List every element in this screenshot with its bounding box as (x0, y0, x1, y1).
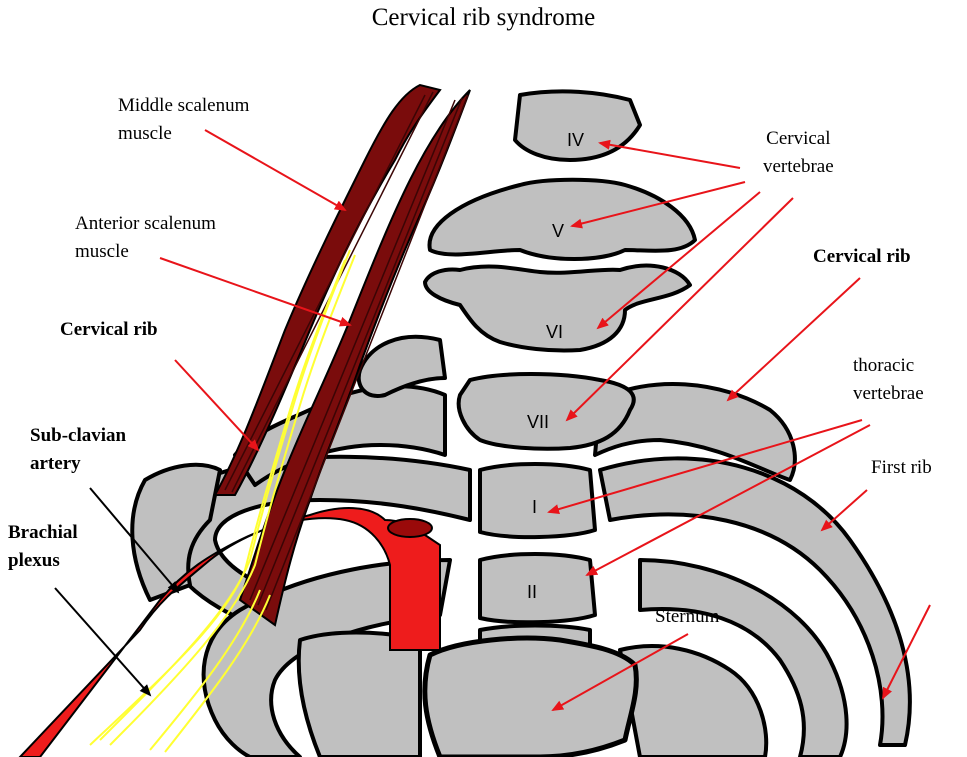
lower-rib-center-left (296, 630, 422, 757)
artery-cut-end (387, 518, 433, 538)
numeral-c4: IV (567, 130, 584, 150)
arrow-cervical-rib-left (174, 359, 260, 452)
numeral-t2: II (527, 582, 537, 602)
numeral-c5: V (552, 221, 564, 241)
vertebra-c5 (427, 177, 697, 261)
arrow-thoracic-vertebrae-t2 (585, 424, 871, 576)
middle-scalenum-muscle (213, 83, 442, 496)
numeral-t1: I (532, 497, 537, 517)
lower-rib-center-right (618, 644, 769, 757)
arrow-cervical-vertebrae-c5 (570, 181, 746, 229)
label-brachial-plexus-line2: plexus (8, 550, 60, 571)
vertebra-c7 (456, 372, 636, 451)
label-cervical-rib-left: Cervical rib (60, 319, 158, 340)
label-cervical-vertebrae-line2: vertebrae (763, 156, 834, 177)
label-thoracic-vertebrae: thoracic vertebrae (853, 352, 924, 408)
outer-rib-left (130, 462, 222, 602)
arrow-cervical-vertebrae-c7 (565, 197, 794, 422)
vertebra-t2 (478, 552, 597, 625)
subclavian-artery-group (18, 507, 441, 757)
label-thoracic-vertebrae-line1: thoracic (853, 355, 915, 376)
leader-arrows (159, 129, 931, 711)
sternum-manubrium (422, 635, 639, 757)
plexus-nerve-5 (164, 594, 271, 753)
label-middle-scalenum-line1: Middle scalenum (118, 95, 250, 116)
numeral-c6: VI (546, 322, 563, 342)
label-cervical-vertebrae: Cervical vertebrae (763, 125, 834, 181)
vertebra-numerals: IV V VI VII I II (527, 130, 584, 602)
label-brachial-plexus: Brachial plexus (8, 519, 78, 575)
label-subclavian-artery-line1: Sub-clavian (30, 425, 127, 446)
plexus-nerve-3 (89, 259, 346, 746)
label-subclavian-artery-line2: artery (30, 453, 81, 474)
arrow-cervical-rib-right (726, 277, 861, 402)
label-middle-scalenum: Middle scalenum muscle (118, 92, 249, 148)
plexus-nerve-4 (149, 589, 261, 751)
arrow-sternum (551, 633, 689, 711)
label-anterior-scalenum-line2: muscle (75, 241, 129, 262)
label-thoracic-vertebrae-line2: vertebrae (853, 383, 924, 404)
label-brachial-plexus-line1: Brachial (8, 522, 78, 543)
label-first-rib: First rib (871, 457, 932, 478)
arrow-thoracic-vertebrae-t1 (547, 419, 863, 514)
arrow-subclavian-artery (89, 487, 180, 594)
label-sternum: Sternum (655, 606, 720, 627)
brachial-plexus-group (89, 249, 356, 753)
vertebra-c6 (423, 263, 692, 353)
arrow-lower-rib (882, 604, 931, 700)
sternum-group (422, 635, 639, 757)
label-cervical-vertebrae-line1: Cervical (766, 128, 831, 149)
black-leader-arrows (54, 487, 180, 697)
label-middle-scalenum-line2: muscle (118, 123, 172, 144)
arrow-brachial-plexus (54, 587, 152, 697)
arrow-first-rib (820, 489, 868, 532)
label-anterior-scalenum-line1: Anterior scalenum (75, 213, 216, 234)
posterior-rib-left (356, 334, 447, 398)
label-cervical-rib-right: Cervical rib (813, 246, 911, 267)
numeral-c7: VII (527, 412, 549, 432)
cervical-rib-right (593, 381, 797, 482)
diagram-title: Cervical rib syndrome (371, 4, 596, 31)
vertebra-t1 (478, 462, 597, 540)
arrow-middle-scalenum (204, 129, 347, 211)
arrow-anterior-scalenum (159, 257, 352, 327)
ribs-group (130, 334, 912, 757)
arrow-cervical-vertebrae-c4 (598, 139, 741, 169)
anterior-scalenum-muscle (238, 89, 471, 627)
plexus-nerve-2 (109, 254, 356, 746)
label-subclavian-artery: Sub-clavian artery (30, 422, 126, 478)
arrow-cervical-vertebrae-c6 (596, 191, 761, 330)
label-anterior-scalenum: Anterior scalenum muscle (75, 210, 216, 266)
